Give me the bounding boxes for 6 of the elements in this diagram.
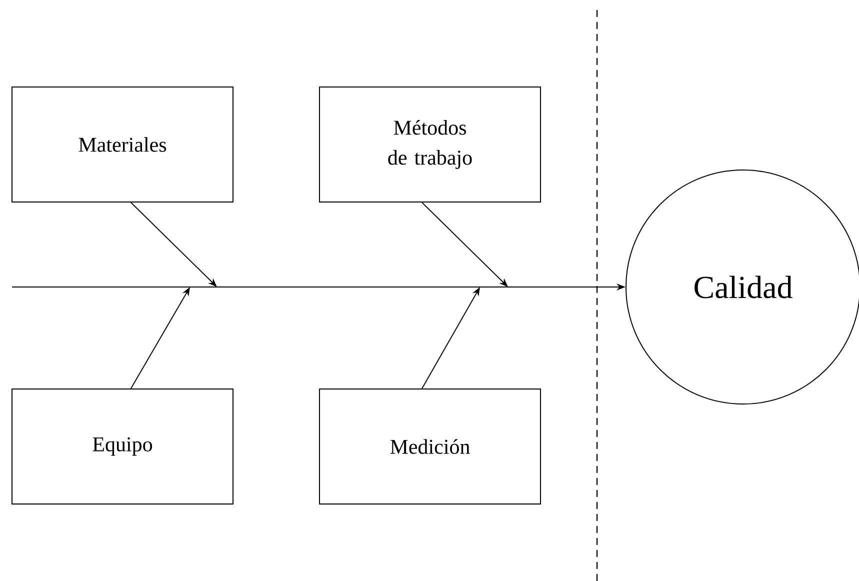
- branch-arrow: [130, 202, 217, 287]
- cause-box: Materiales: [12, 86, 234, 202]
- branch-arrow: [422, 202, 508, 287]
- cause-box: Equipo: [12, 388, 234, 504]
- cause-box: Medición: [319, 388, 541, 504]
- cause-box: Métodos de trabajo: [319, 86, 541, 202]
